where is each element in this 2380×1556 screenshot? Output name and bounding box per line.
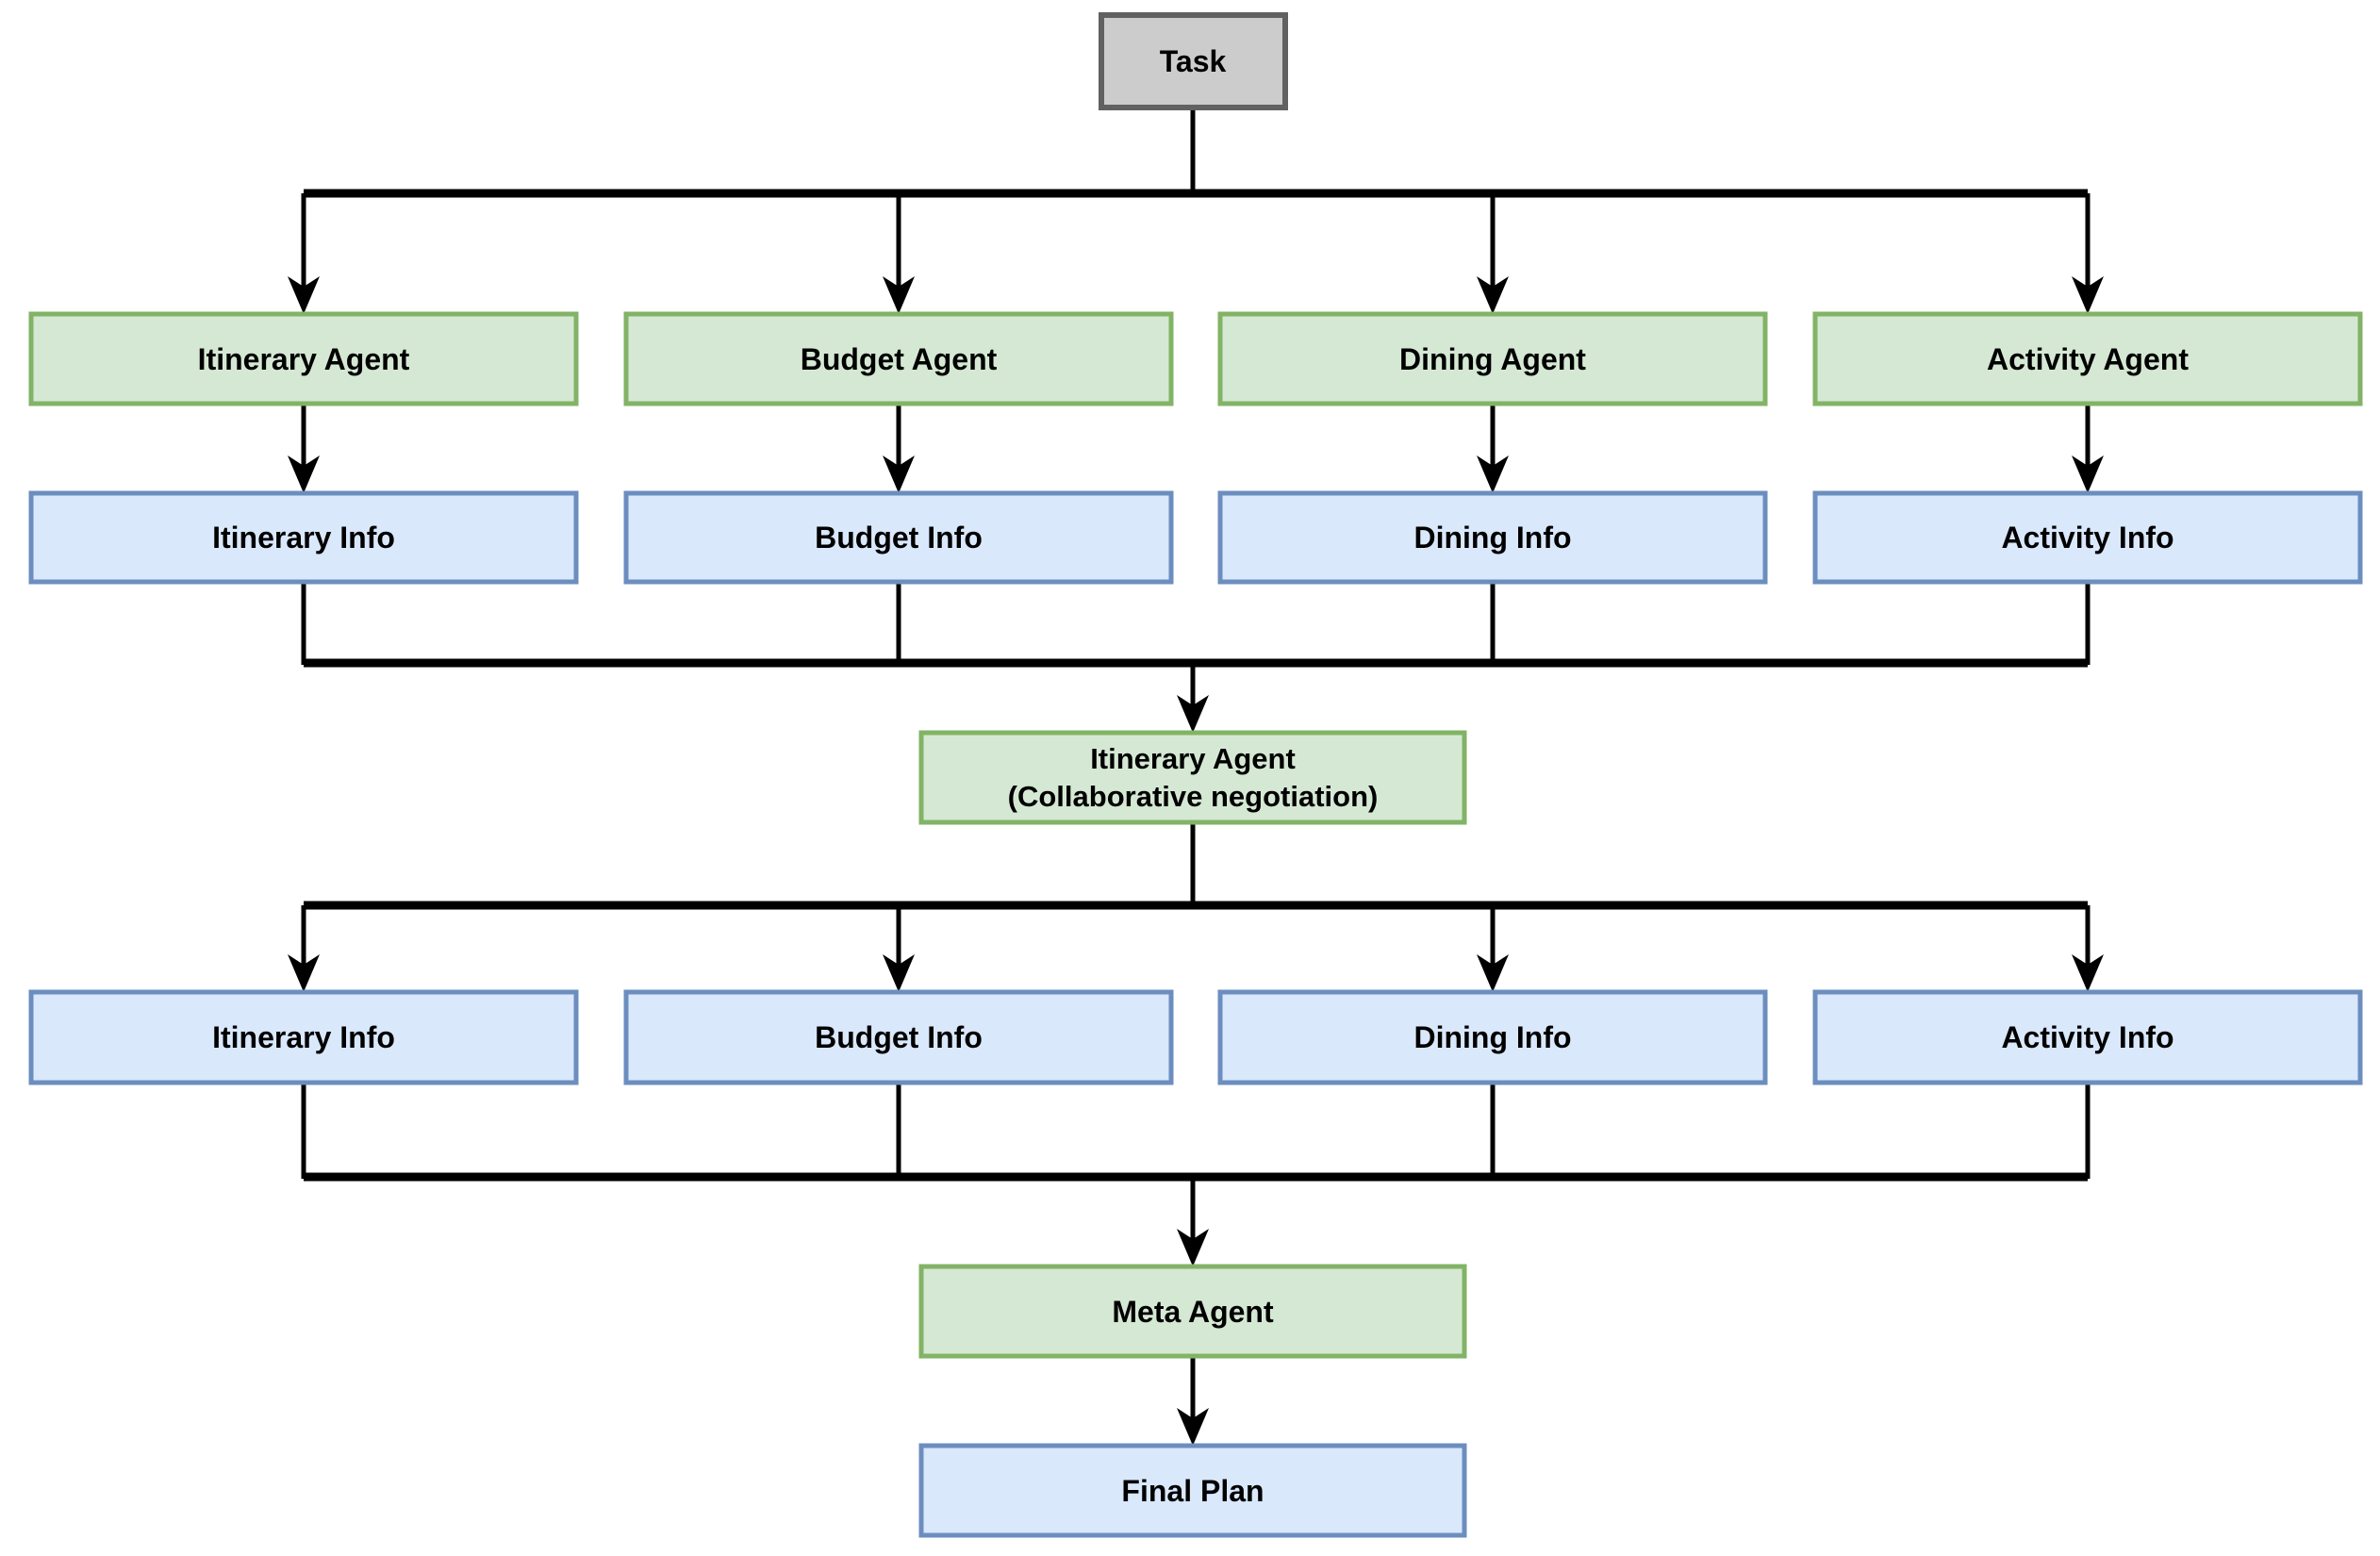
arrowhead — [1177, 1229, 1209, 1266]
info-box — [623, 490, 1174, 585]
task-box — [1099, 12, 1288, 110]
agent-label: Budget Agent — [801, 342, 998, 376]
agent-label: Dining Agent — [1399, 342, 1586, 376]
collab-box — [918, 730, 1467, 825]
agent-box — [1812, 311, 2363, 406]
edge-meta-to-final — [1177, 1356, 1209, 1446]
edge-task-fanout — [288, 108, 2104, 314]
meta-box — [918, 1264, 1467, 1359]
node-task: Task — [1099, 12, 1288, 110]
node-final-plan: Final Plan — [918, 1443, 1467, 1538]
agent-box — [28, 311, 579, 406]
info-label: Itinerary Info — [212, 521, 395, 555]
info-label: Dining Info — [1413, 521, 1571, 555]
node-collab-itinerary-agent: Itinerary Agent (Collaborative negotiati… — [918, 730, 1467, 825]
node-dining-info-2: Dining Info — [1217, 989, 1768, 1085]
info-box — [1217, 989, 1768, 1085]
node-itinerary-agent: Itinerary Agent — [28, 311, 579, 406]
collab-label-line1: Itinerary Agent — [1090, 742, 1296, 775]
info-label: Activity Info — [2001, 521, 2173, 555]
agent-label: Activity Agent — [1987, 342, 2189, 376]
task-label: Task — [1160, 44, 1227, 78]
edges-agents-to-info1 — [288, 404, 2104, 493]
arrowhead — [1477, 455, 1509, 493]
info-box — [1217, 490, 1768, 585]
edge-collab-fanout — [288, 822, 2104, 992]
arrowhead — [288, 954, 320, 992]
node-activity-info-2: Activity Info — [1812, 989, 2363, 1085]
arrowhead — [2072, 276, 2104, 314]
meta-label: Meta Agent — [1112, 1295, 1274, 1329]
node-budget-agent: Budget Agent — [623, 311, 1174, 406]
node-itinerary-info-2: Itinerary Info — [28, 989, 579, 1085]
info-label: Budget Info — [815, 1020, 983, 1054]
arrowhead — [2072, 954, 2104, 992]
info-label: Activity Info — [2001, 1020, 2173, 1054]
node-dining-info-1: Dining Info — [1217, 490, 1768, 585]
info-label: Dining Info — [1413, 1020, 1571, 1054]
arrowhead — [883, 455, 915, 493]
agent-box — [623, 311, 1174, 406]
node-meta-agent: Meta Agent — [918, 1264, 1467, 1359]
arrowhead — [883, 276, 915, 314]
info-box — [1812, 490, 2363, 585]
edge-info2-merge — [301, 1083, 2091, 1266]
final-box — [918, 1443, 1467, 1538]
info-label: Budget Info — [815, 521, 983, 555]
arrowhead — [288, 276, 320, 314]
node-activity-agent: Activity Agent — [1812, 311, 2363, 406]
info-box — [28, 490, 579, 585]
agent-label: Itinerary Agent — [198, 342, 410, 376]
arrowhead — [1177, 695, 1209, 733]
collab-label-line2: (Collaborative negotiation) — [1008, 780, 1379, 813]
arrowhead — [288, 455, 320, 493]
node-dining-agent: Dining Agent — [1217, 311, 1768, 406]
info-box — [1812, 989, 2363, 1085]
info-box — [28, 989, 579, 1085]
node-activity-info-1: Activity Info — [1812, 490, 2363, 585]
arrowhead — [883, 954, 915, 992]
node-budget-info-1: Budget Info — [623, 490, 1174, 585]
arrowhead — [2072, 455, 2104, 493]
arrowhead — [1177, 1408, 1209, 1446]
agent-box — [1217, 311, 1768, 406]
edge-info1-merge — [301, 582, 2091, 733]
arrowhead — [1477, 276, 1509, 314]
info-box — [623, 989, 1174, 1085]
node-budget-info-2: Budget Info — [623, 989, 1174, 1085]
final-label: Final Plan — [1121, 1474, 1264, 1508]
arrowhead — [1477, 954, 1509, 992]
info-label: Itinerary Info — [212, 1020, 395, 1054]
node-itinerary-info-1: Itinerary Info — [28, 490, 579, 585]
